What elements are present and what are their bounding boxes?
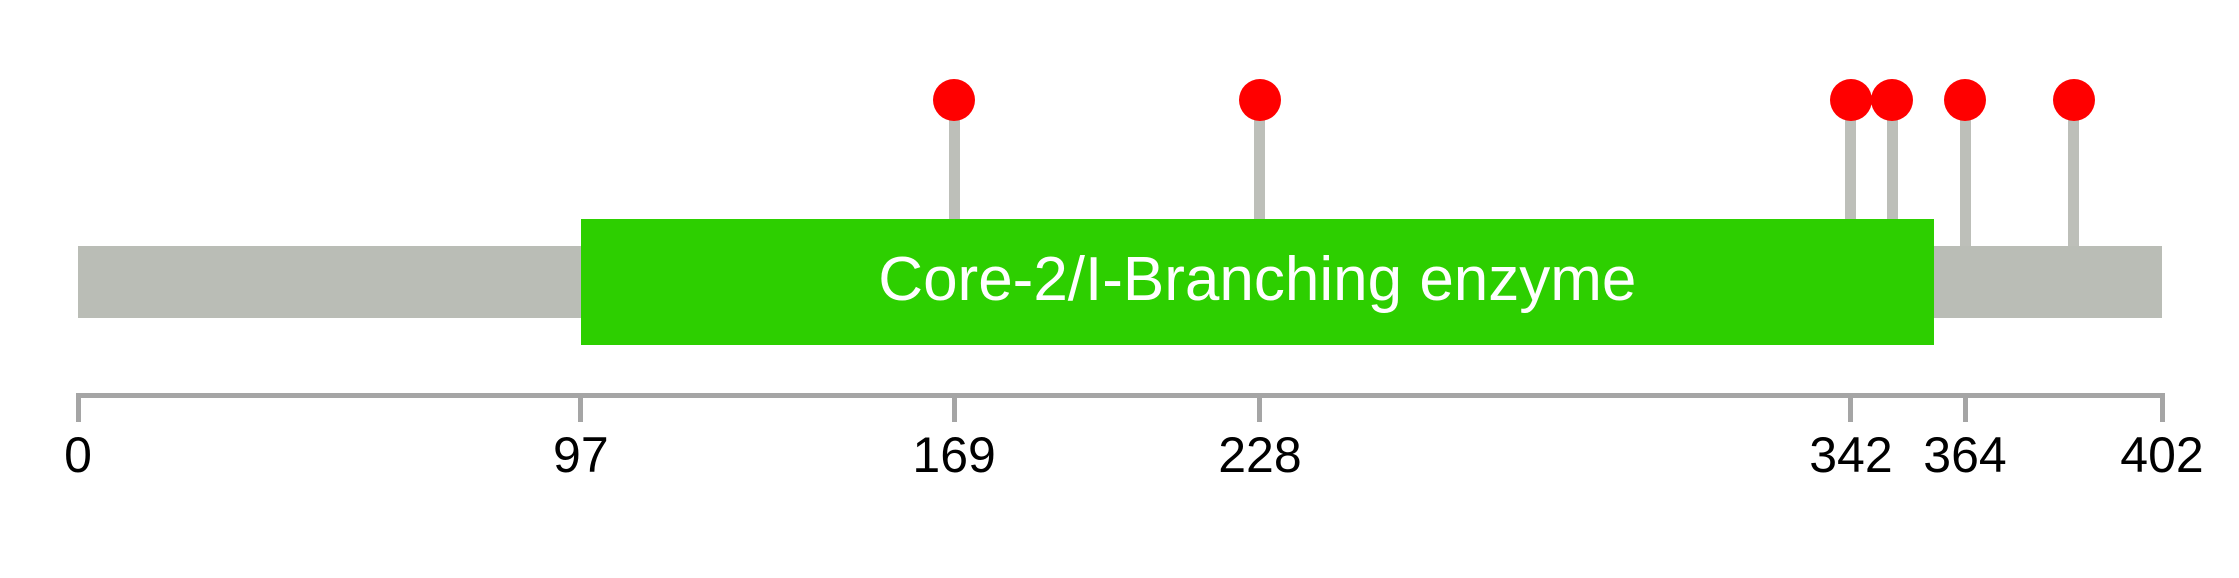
x-axis-line [75,393,2165,398]
axis-tick-label: 0 [64,427,92,483]
domain-box: Core-2/I-Branching enzyme [580,219,1934,345]
axis-tick [1848,393,1854,422]
lollipop-marker [1238,79,1281,121]
lollipop-stem [948,100,960,282]
lollipop-marker [1871,79,1914,121]
lollipop-stem [1959,100,1971,282]
axis-tick [75,393,81,422]
lollipop-stem [1254,100,1266,282]
axis-tick [1962,393,1968,422]
lollipop-marker [933,79,976,121]
domain-label: Core-2/I-Branching enzyme [878,245,1637,314]
axis-tick-label: 228 [1218,427,1302,483]
axis-tick [578,393,584,422]
lollipop-marker [1944,79,1986,121]
lollipop-stem [2068,100,2080,282]
axis-tick-label: 169 [912,427,996,483]
axis-tick [2159,393,2165,422]
lollipop-stem [1845,100,1857,282]
axis-tick-label: 402 [2120,427,2204,483]
axis-tick-label: 364 [1923,427,2007,483]
axis-tick [951,393,957,422]
axis-tick [1257,393,1263,422]
lollipop-stem [1886,100,1898,282]
lollipop-marker [2052,79,2095,121]
axis-tick-label: 342 [1809,427,1893,483]
lollipop-marker [1829,79,1872,121]
axis-tick-label: 97 [553,427,609,483]
